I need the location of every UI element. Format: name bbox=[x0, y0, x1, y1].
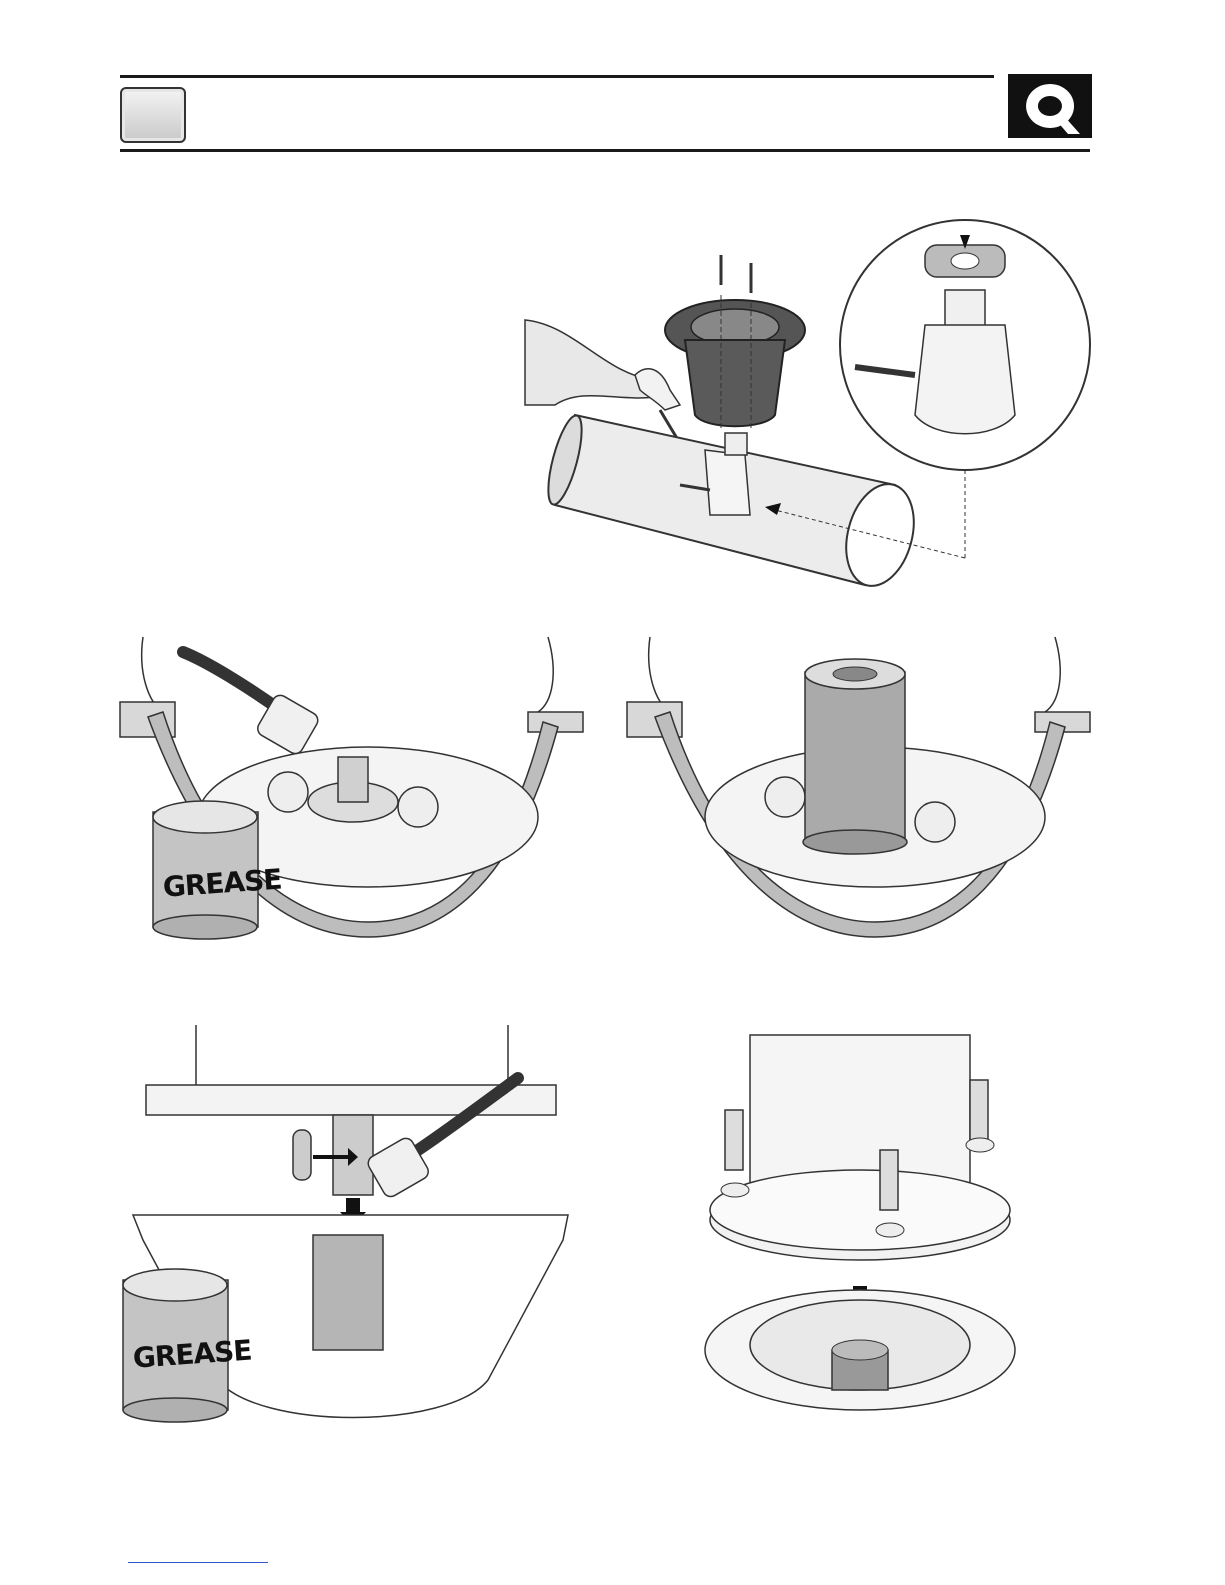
bottom-right-figure bbox=[695, 1030, 1025, 1440]
quick-logo-icon bbox=[1008, 74, 1092, 138]
footer-link-rule bbox=[128, 1562, 268, 1563]
middle-right-figure bbox=[625, 632, 1095, 947]
top-assembly-figure bbox=[515, 215, 1105, 595]
header-top-rule bbox=[120, 75, 994, 78]
step-badge bbox=[120, 87, 186, 143]
middle-left-figure: GREASE bbox=[118, 632, 588, 947]
header-bottom-rule bbox=[120, 149, 1090, 152]
coupling-cylinder bbox=[805, 672, 905, 842]
bottom-left-figure: GREASE bbox=[118, 1020, 588, 1440]
